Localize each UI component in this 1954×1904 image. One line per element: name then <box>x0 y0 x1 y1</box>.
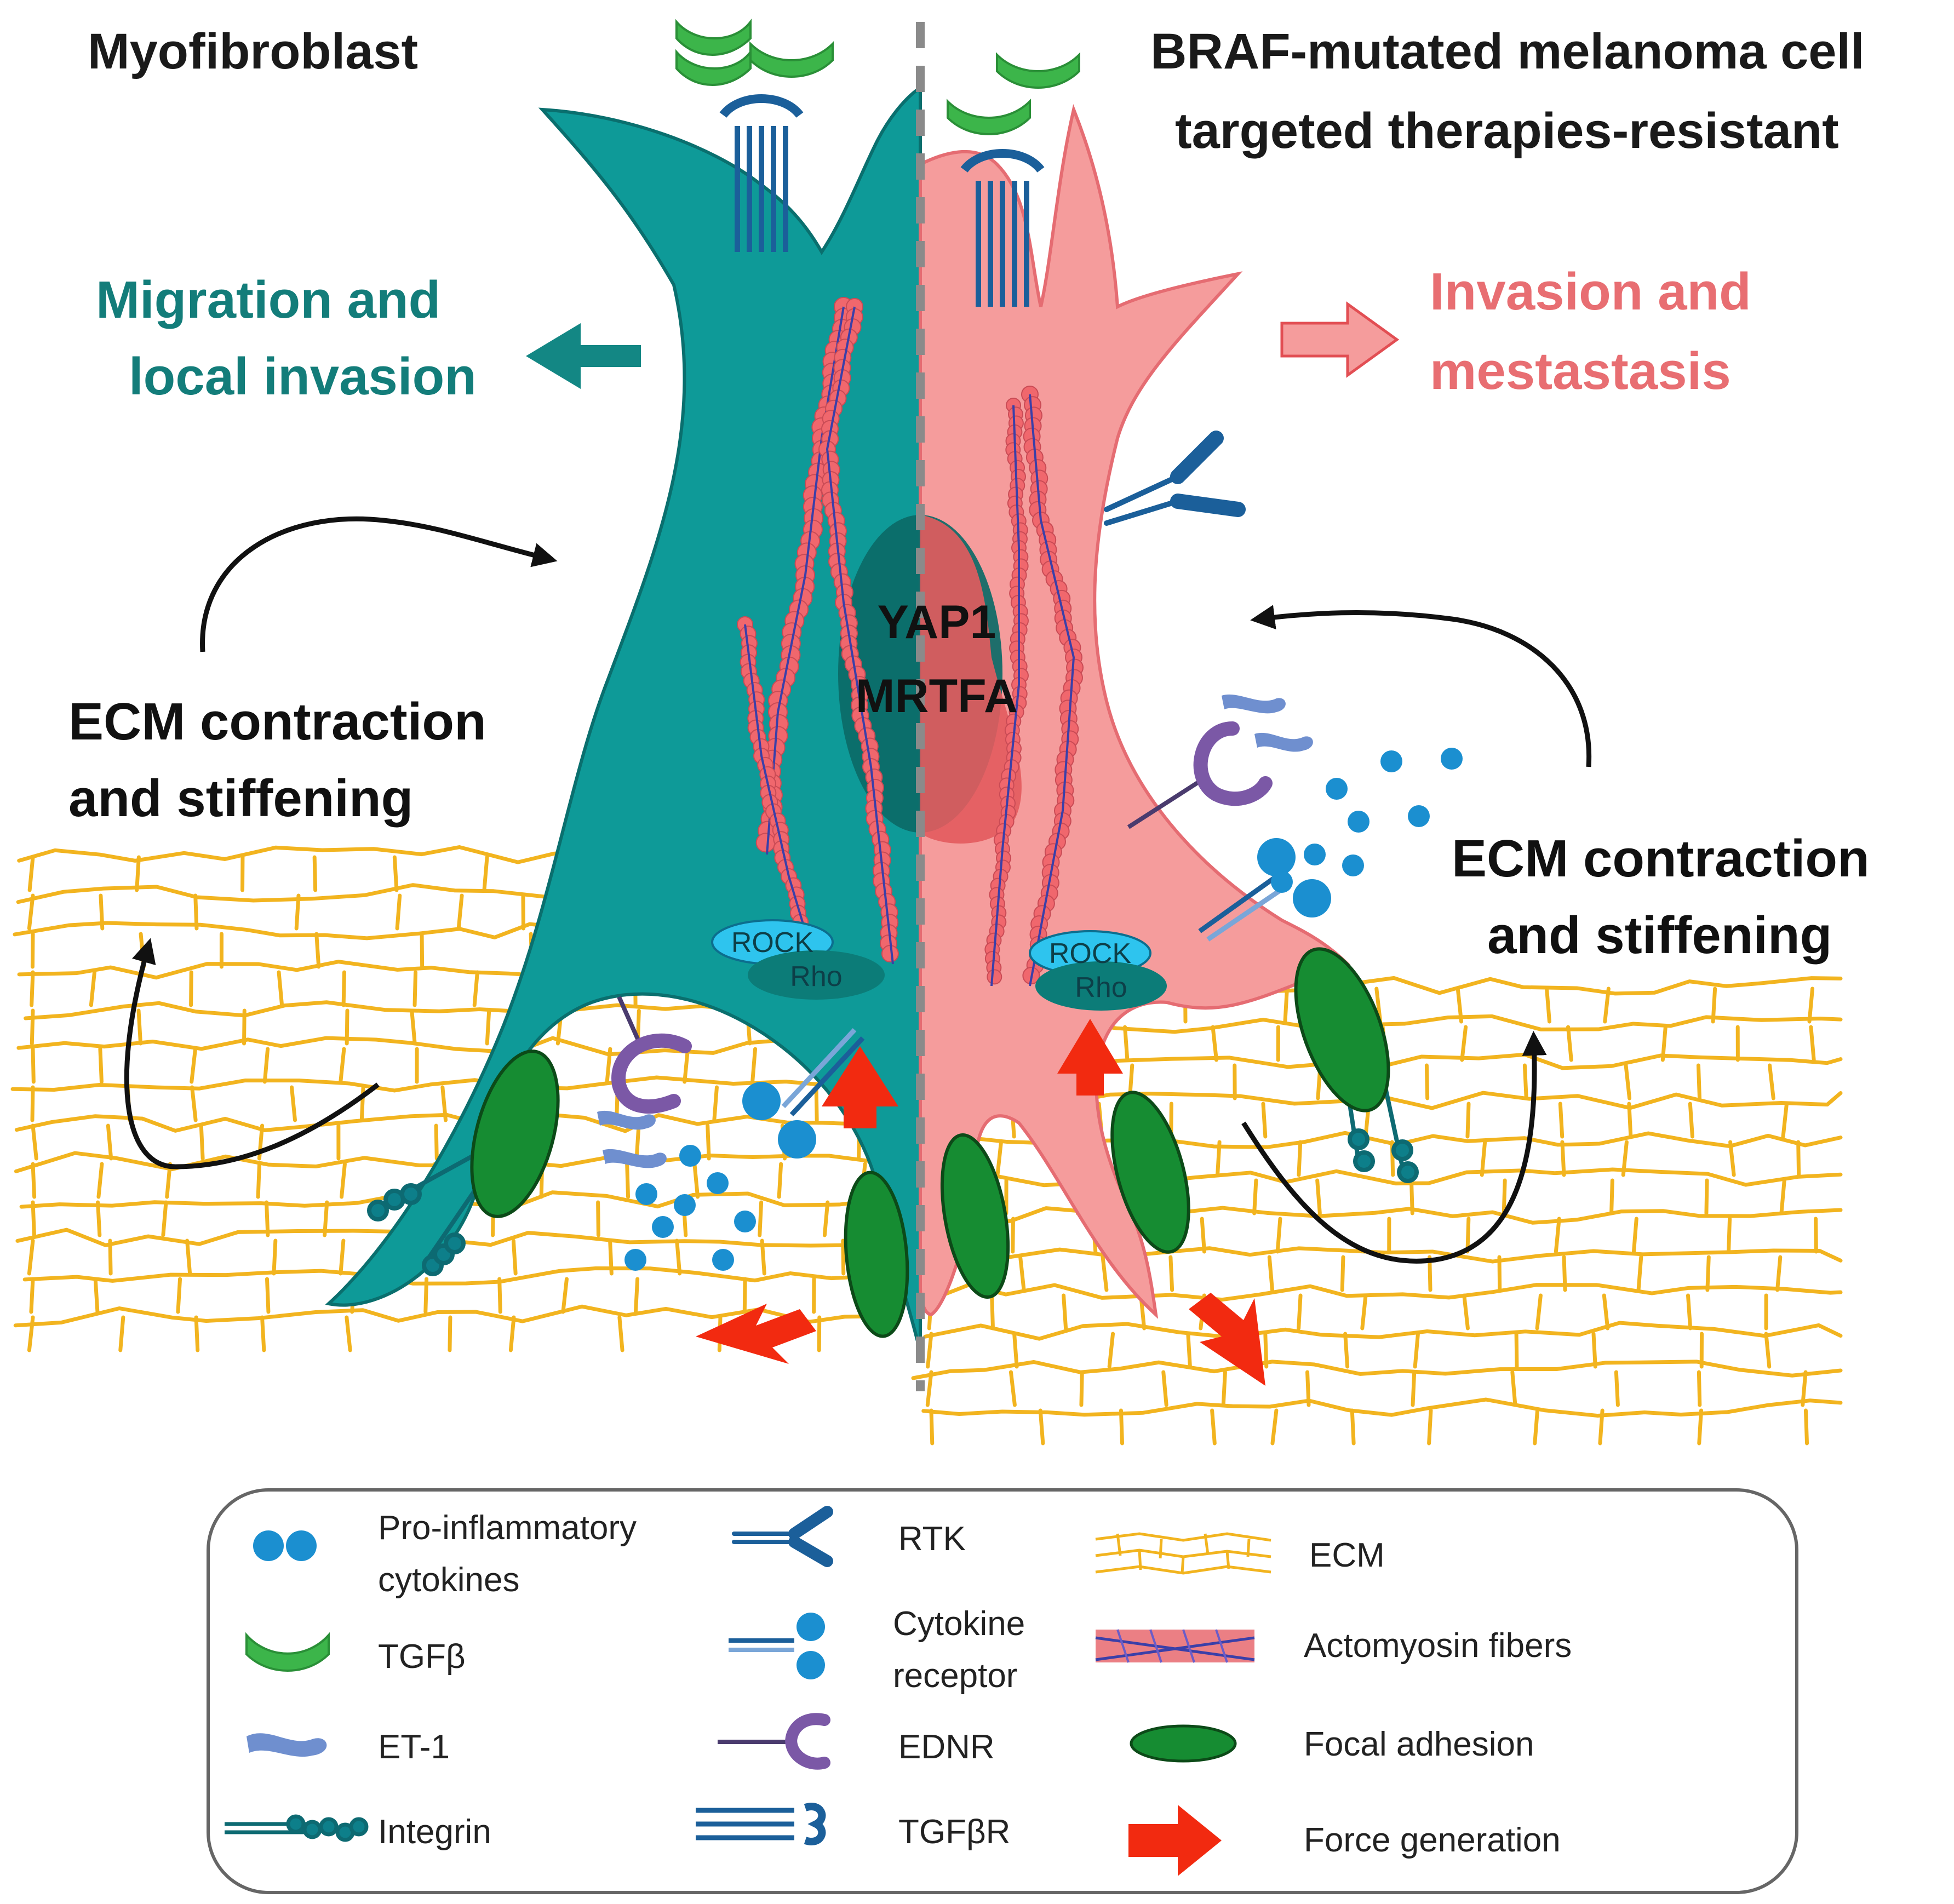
nucleus-right-half <box>920 515 1022 844</box>
invasion-arrow <box>1280 301 1400 378</box>
legend-label-cytokines-line1: Pro-inflammatory <box>378 1509 637 1547</box>
rho-label-left: Rho <box>790 961 842 993</box>
melanoma-title-line2: targeted therapies-resistant <box>1175 103 1839 159</box>
migration-label-line1: Migration and <box>96 271 440 329</box>
myofibroblast-cell <box>325 84 922 1354</box>
nucleus-label-line1: YAP1 <box>878 596 996 649</box>
tgfb-icon <box>245 1632 330 1672</box>
legend-label-et1: ET-1 <box>378 1728 450 1766</box>
migration-label-line2: local invasion <box>129 347 477 406</box>
cytokine-receptor-right <box>1198 838 1331 942</box>
tgfb-ligands <box>675 19 1080 135</box>
cytokines-icon <box>253 1530 317 1561</box>
focal-adhesion-icon <box>1130 1724 1237 1763</box>
legend-label-focal-adhesion: Focal adhesion <box>1304 1725 1534 1763</box>
ecm-label-right-line2: and stiffening <box>1487 906 1832 965</box>
rock-label-left: ROCK <box>731 927 814 959</box>
ecm-icon <box>1095 1532 1271 1575</box>
rock-label-right: ROCK <box>1049 938 1132 970</box>
legend-label-cytokine-receptor-line2: receptor <box>893 1657 1017 1695</box>
legend-label-cytokine-receptor-line1: Cytokine <box>893 1605 1025 1643</box>
actomyosin-icon <box>1095 1629 1255 1663</box>
cytokine-receptor-left <box>742 1028 865 1159</box>
ecm-label-right-line1: ECM contraction <box>1452 829 1870 888</box>
migration-arrow <box>526 323 641 389</box>
pro-inflammatory-cytokines <box>624 748 1463 1271</box>
rtk-receptor <box>1104 431 1246 526</box>
invasion-label-line2: mestastasis <box>1430 342 1731 400</box>
legend-label-tgfbr: TGFβR <box>898 1813 1010 1851</box>
ecm-label-left-line2: and stiffening <box>68 769 413 828</box>
legend-label-rtk: RTK <box>898 1520 966 1558</box>
ednr-receptor-left <box>611 996 692 1114</box>
melanoma-title-line1: BRAF-mutated melanoma cell <box>1150 24 1865 79</box>
force-arrows <box>696 1019 1265 1386</box>
ecm-label-left-line1: ECM contraction <box>68 692 486 751</box>
legend: Pro-inflammatory cytokines TGFβ ET-1 Int… <box>207 1488 1798 1894</box>
et1-icon <box>247 1733 327 1757</box>
legend-box <box>207 1488 1798 1894</box>
myofibroblast-title: Myofibroblast <box>88 24 418 79</box>
tgfbr-receptors <box>719 94 1045 307</box>
ednr-icon <box>718 1713 830 1770</box>
tgfbr-icon <box>696 1803 826 1845</box>
nucleus-label-line2: MRTFA <box>856 670 1018 722</box>
rtk-icon <box>732 1506 833 1567</box>
legend-label-ednr: EDNR <box>898 1728 995 1766</box>
ednr-receptor-right <box>1127 721 1273 829</box>
legend-label-actomyosin: Actomyosin fibers <box>1304 1627 1572 1665</box>
rock-rho-right: ROCK Rho <box>1029 930 1167 1011</box>
et1-ligands-right <box>1222 694 1313 752</box>
legend-label-tgfb: TGFβ <box>378 1638 466 1676</box>
actomyosin-fibers <box>737 297 1084 987</box>
legend-label-force-generation: Force generation <box>1304 1821 1561 1859</box>
legend-label-cytokines-line2: cytokines <box>378 1561 519 1599</box>
force-generation-icon <box>1128 1805 1222 1876</box>
integrin-icon <box>225 1814 369 1842</box>
focal-adhesions <box>470 947 1390 1338</box>
legend-label-ecm: ECM <box>1309 1536 1385 1574</box>
cytokine-receptor-icon <box>729 1613 825 1679</box>
invasion-label-line1: Invasion and <box>1430 262 1751 321</box>
ecm-feedback-arrows <box>124 516 1592 1264</box>
et1-ligands-left <box>597 1110 667 1168</box>
rho-label-right: Rho <box>1075 972 1127 1003</box>
legend-label-integrin: Integrin <box>378 1813 491 1851</box>
rock-rho-left: ROCK Rho <box>711 919 885 1000</box>
